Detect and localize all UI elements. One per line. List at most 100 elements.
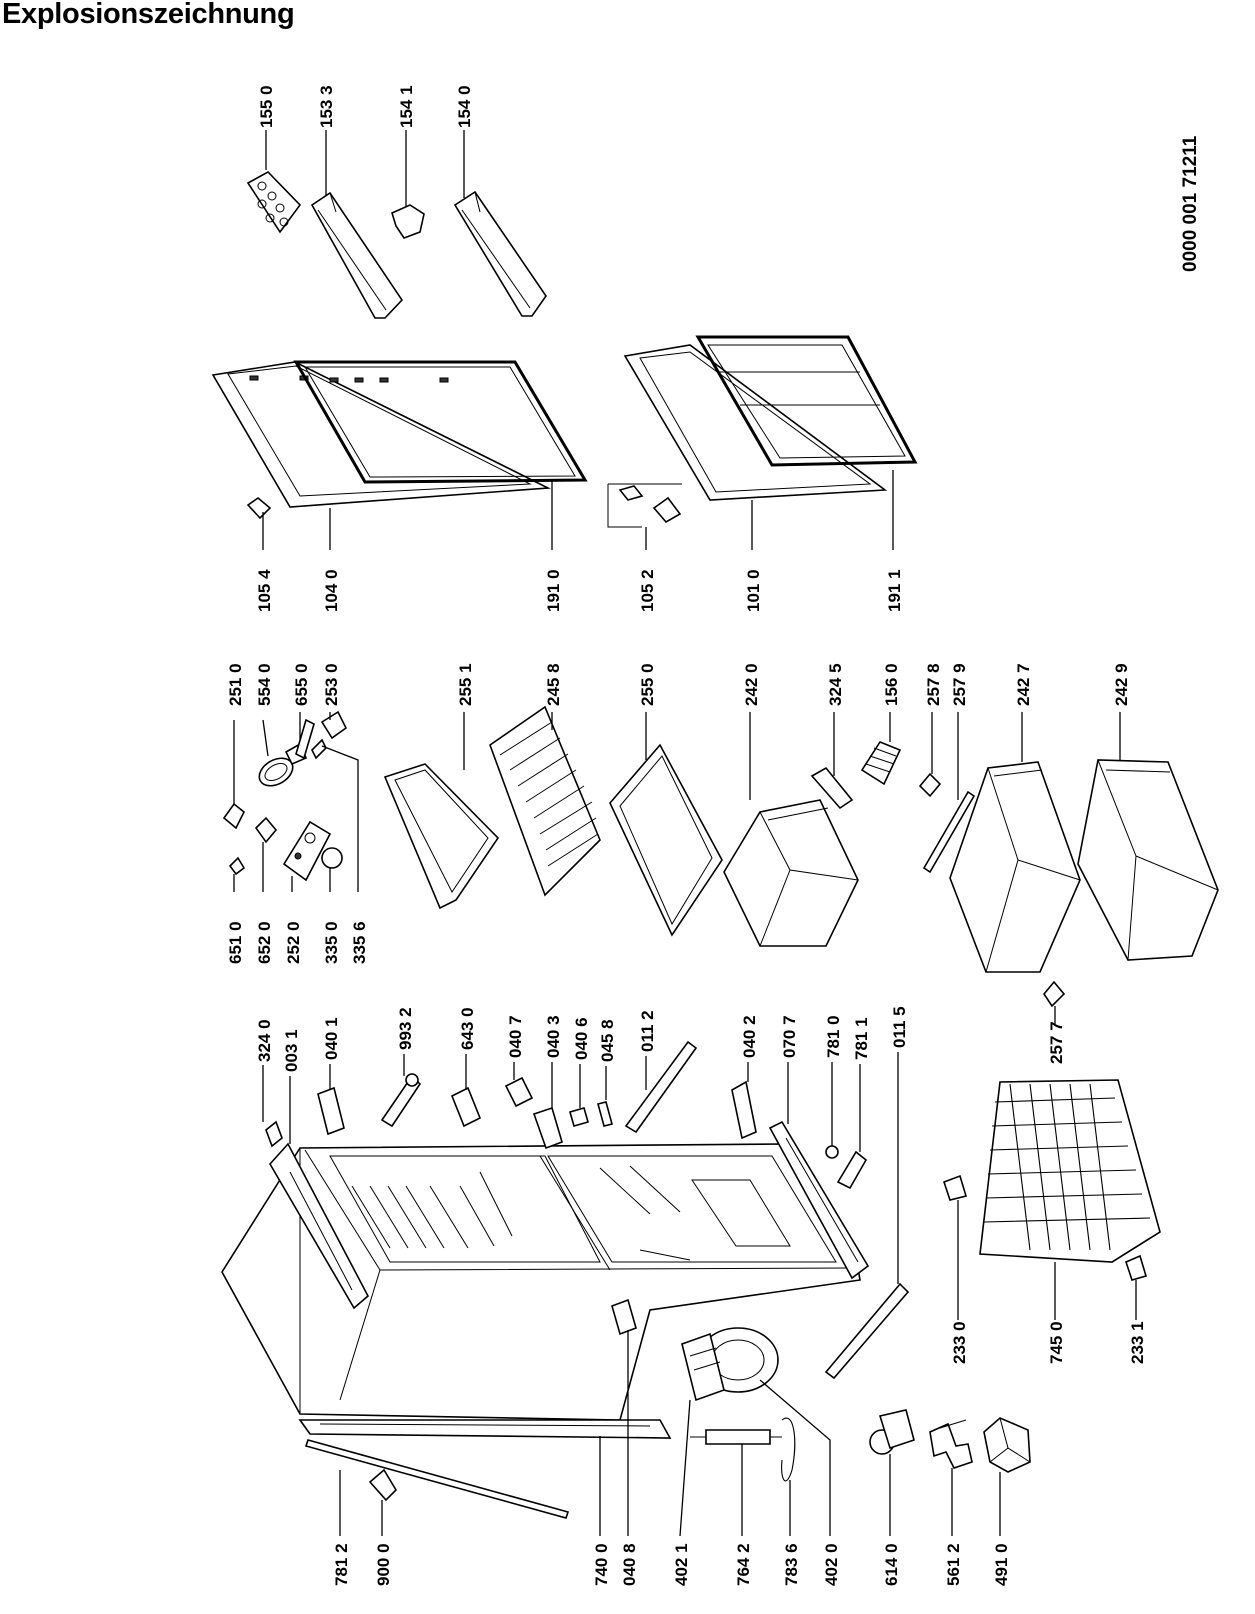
label-070-7: 070 7 — [780, 1015, 799, 1058]
label-242-9: 242 9 — [1112, 663, 1131, 706]
label-257-8: 257 8 — [924, 663, 943, 706]
label-783-6: 783 6 — [782, 1543, 801, 1586]
condenser-base-strip — [298, 1419, 672, 1439]
label-252-0: 252 0 — [284, 921, 303, 964]
label-900-0: 900 0 — [374, 1543, 393, 1586]
label-655-0: 655 0 — [292, 663, 311, 706]
cabinet — [221, 1143, 861, 1421]
label-154-0: 154 0 — [455, 85, 474, 128]
label-233-1: 233 1 — [1128, 1321, 1147, 1364]
bin-holder-clip — [391, 204, 425, 239]
label-402-1: 402 1 — [672, 1543, 691, 1586]
drain-clip — [611, 1298, 637, 1336]
cover-strip — [810, 766, 854, 810]
hinge-middle — [504, 1076, 563, 1150]
freezer-drawer-middle — [949, 761, 1081, 973]
label-324-0: 324 0 — [255, 1019, 274, 1062]
light-switch — [380, 1073, 422, 1128]
label-764-2: 764 2 — [734, 1543, 753, 1586]
label-255-1: 255 1 — [456, 663, 475, 706]
label-040-8: 040 8 — [620, 1543, 639, 1586]
door-handle-lower — [824, 1282, 910, 1380]
drawer-rail — [922, 790, 976, 874]
wire-shelf — [489, 705, 601, 897]
leader-lines — [233, 130, 1137, 1537]
label-011-2: 011 2 — [638, 1010, 657, 1052]
label-105-2: 105 2 — [638, 569, 657, 612]
label-242-0: 242 0 — [742, 663, 761, 706]
label-105-4: 105 4 — [255, 569, 274, 612]
label-040-7: 040 7 — [506, 1015, 525, 1058]
filter-dryer — [690, 1429, 782, 1445]
wire-condenser — [979, 1079, 1161, 1263]
door-bin-upper — [310, 191, 404, 319]
label-781-1: 781 1 — [852, 1017, 871, 1060]
label-614-0: 614 0 — [882, 1543, 901, 1586]
hinge-pin-parts — [569, 1101, 613, 1127]
label-191-0: 191 0 — [544, 569, 563, 612]
label-257-9: 257 9 — [950, 663, 969, 706]
glass-shelf-upper — [383, 763, 500, 910]
top-cover-clip — [265, 1120, 283, 1148]
label-251-0: 251 0 — [226, 663, 245, 706]
label-040-2: 040 2 — [740, 1015, 759, 1058]
bracket — [368, 1468, 398, 1502]
label-652-0: 652 0 — [255, 921, 274, 964]
label-745-0: 745 0 — [1047, 1321, 1066, 1364]
condenser-clip-a — [942, 1174, 968, 1201]
lower-door-gasket — [695, 335, 918, 467]
hinge-lower — [731, 1080, 757, 1140]
label-040-6: 040 6 — [572, 1017, 591, 1060]
label-045-8: 045 8 — [598, 1019, 617, 1062]
egg-tray — [246, 171, 302, 234]
label-154-1: 154 1 — [397, 85, 416, 128]
label-156-0: 156 0 — [882, 663, 901, 706]
label-257-7: 257 7 — [1047, 1021, 1066, 1064]
drain-hose — [304, 1439, 570, 1519]
lower-door — [623, 344, 888, 501]
condenser-clip-b — [1125, 1254, 1147, 1281]
compressor — [681, 1327, 779, 1402]
label-993-2: 993 2 — [396, 1007, 415, 1050]
glass-shelf-lower — [609, 743, 723, 937]
control-panel — [269, 1142, 370, 1310]
label-561-2: 561 2 — [944, 1543, 963, 1586]
label-554-0: 554 0 — [255, 663, 274, 706]
capillary-loop — [781, 1417, 796, 1482]
label-104-0: 104 0 — [322, 569, 341, 612]
label-011-5: 011 5 — [890, 1006, 909, 1048]
label-155-0: 155 0 — [257, 85, 276, 128]
label-781-2: 781 2 — [332, 1543, 351, 1586]
ice-tray — [860, 741, 902, 786]
label-324-5: 324 5 — [826, 663, 845, 706]
label-335-6: 335 6 — [350, 921, 369, 964]
freezer-drawer-bottom — [1077, 759, 1219, 961]
freezer-drawer-top — [723, 799, 859, 947]
upper-door-gasket — [293, 360, 588, 484]
label-242-7: 242 7 — [1014, 663, 1033, 706]
label-191-1: 191 1 — [885, 569, 904, 612]
label-781-0: 781 0 — [824, 1015, 843, 1058]
door-handle-upper — [624, 1040, 698, 1134]
label-255-0: 255 0 — [638, 663, 657, 706]
hinge-upper — [317, 1086, 345, 1136]
label-101-0: 101 0 — [744, 569, 763, 612]
overload-protector — [929, 1419, 973, 1469]
relay-cover — [983, 1417, 1031, 1473]
label-740-0: 740 0 — [592, 1543, 611, 1586]
label-643-0: 643 0 — [458, 1007, 477, 1050]
label-233-0: 233 0 — [950, 1321, 969, 1364]
label-491-0: 491 0 — [992, 1543, 1011, 1586]
start-relay — [869, 1409, 915, 1455]
label-245-8: 245 8 — [544, 663, 563, 706]
label-040-1: 040 1 — [322, 1017, 341, 1060]
label-335-0: 335 0 — [322, 921, 341, 964]
upper-door — [211, 361, 551, 508]
light-cover — [450, 1086, 482, 1128]
label-153-3: 153 3 — [317, 85, 336, 128]
label-040-3: 040 3 — [544, 1015, 563, 1058]
door-hinge-cap — [246, 496, 272, 520]
label-003-1: 003 1 — [282, 1029, 301, 1072]
document-code: 0000 001 71211 — [1180, 135, 1201, 272]
